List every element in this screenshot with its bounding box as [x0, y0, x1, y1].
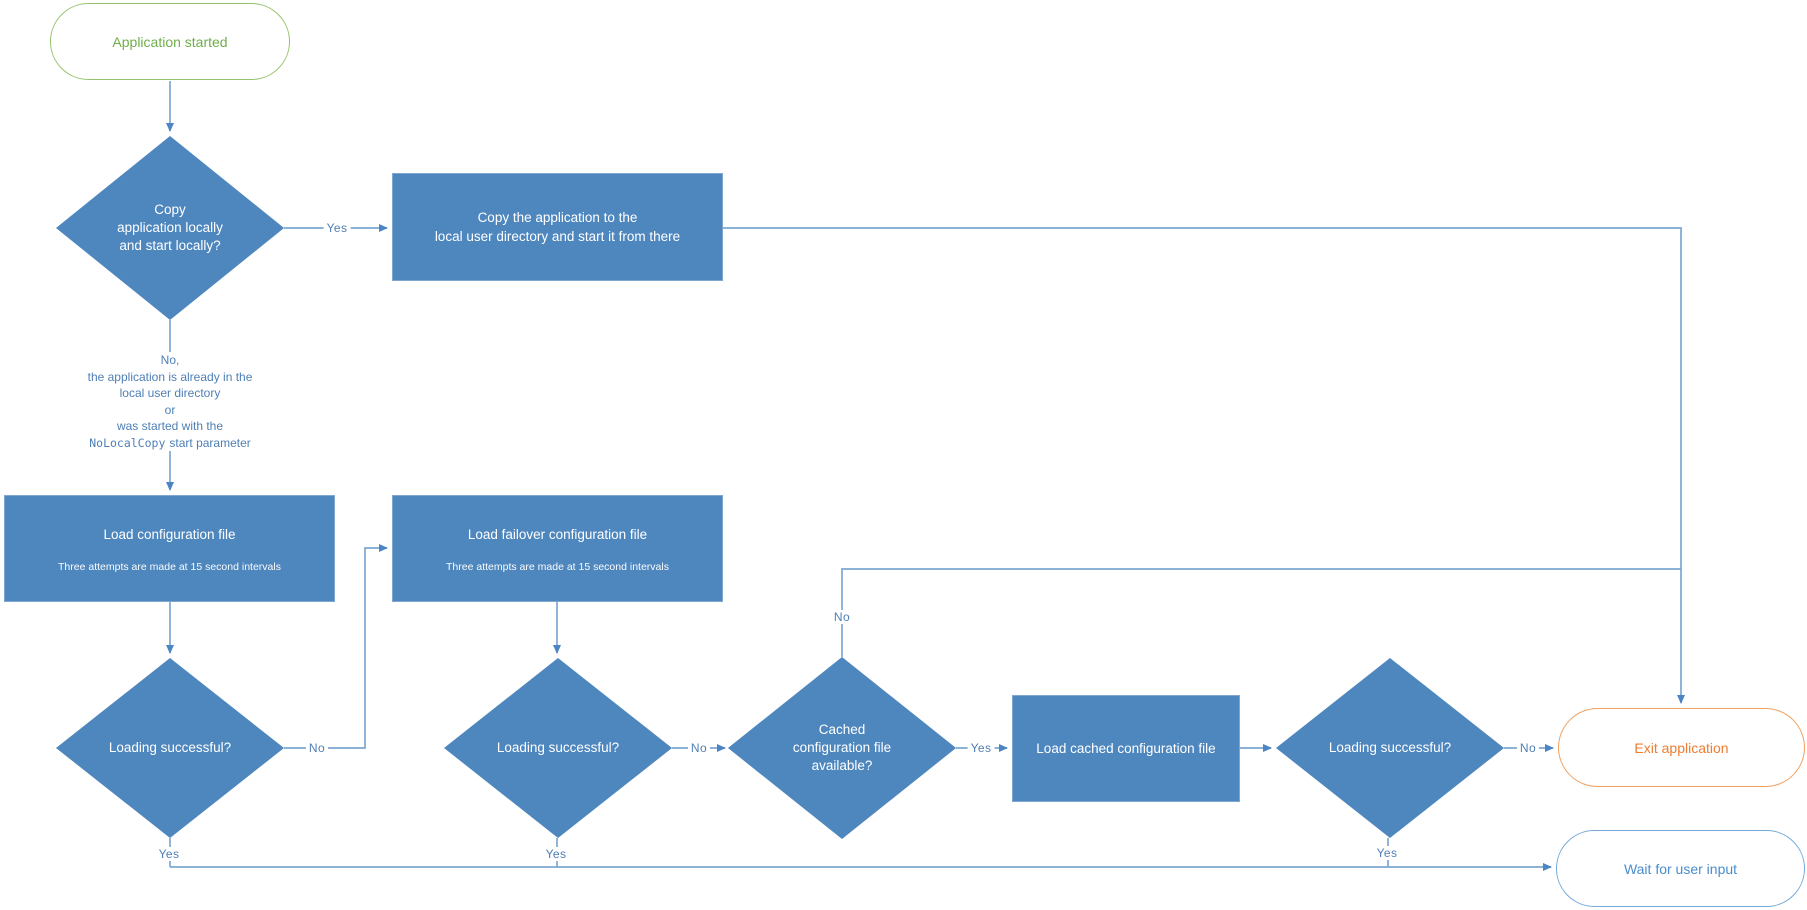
process-load-title: Load configuration file [103, 526, 236, 542]
edge-cached-no-to-exit-line [841, 568, 1681, 657]
note-no-local-copy: No, the application is already in the lo… [87, 352, 253, 452]
node-process-load-config: Load configuration file Three attempts a… [4, 495, 335, 602]
node-wait-for-user-input: Wait for user input [1556, 830, 1805, 907]
edge-label-yes-loading1: Yes [155, 847, 183, 861]
node-decision-cached-text: Cached configuration file available? [793, 721, 891, 775]
node-exit-application-label: Exit application [1634, 739, 1729, 756]
node-process-copy-app-text: Copy the application to the local user d… [435, 208, 680, 246]
note-line3: local user directory [119, 386, 221, 400]
decision-cached-line2: configuration file [792, 740, 892, 755]
edge-process-copy-to-exit [723, 227, 1685, 704]
edge-label-no-loading1: No [305, 741, 329, 755]
edge-label-no-loading2: No [687, 741, 711, 755]
decision-cached-line1: Cached [818, 722, 866, 737]
note-line5: was started with the [116, 419, 224, 433]
process-copy-line1: Copy the application to the [477, 210, 638, 225]
node-process-copy-app: Copy the application to the local user d… [392, 173, 723, 281]
decision-copy-line3: and start locally? [119, 238, 221, 253]
edge-label-no-cached: No [830, 610, 854, 624]
decision-copy-line1: Copy [154, 202, 186, 217]
edge-label-yes-cached: Yes [967, 741, 995, 755]
note-code-nolocalcopy: NoLocalCopy [89, 435, 166, 450]
decision-loading3-label: Loading successful? [1328, 740, 1452, 755]
node-exit-application: Exit application [1558, 708, 1805, 787]
note-line2: the application is already in the [87, 369, 253, 384]
node-decision-copy-locally-text: Copy application locally and start local… [117, 201, 223, 255]
edge-label-yes-loading2: Yes [542, 847, 570, 861]
edge-label-no-loading3: No [1516, 741, 1540, 755]
process-copy-line2: local user directory and start it from t… [434, 229, 681, 244]
process-failover-title: Load failover configuration file [467, 526, 648, 542]
node-application-started-label: Application started [112, 33, 228, 50]
decision-cached-line3: available? [811, 758, 873, 773]
node-process-load-failover: Load failover configuration file Three a… [392, 495, 723, 602]
decision-copy-line2: application locally [117, 220, 223, 235]
process-load-subtitle: Three attempts are made at 15 second int… [58, 560, 281, 573]
edge-label-yes-loading3: Yes [1373, 846, 1401, 860]
note-line1: No, [160, 353, 180, 367]
edge-label-yes-copy: Yes [323, 221, 351, 235]
node-wait-for-user-input-label: Wait for user input [1623, 860, 1738, 877]
process-failover-subtitle: Three attempts are made at 15 second int… [446, 560, 669, 573]
node-application-started: Application started [50, 3, 290, 80]
process-cached-label: Load cached configuration file [1036, 741, 1216, 756]
node-process-load-cached: Load cached configuration file [1012, 695, 1240, 802]
decision-loading2-label: Loading successful? [496, 740, 620, 755]
note-line6-rest: start parameter [169, 435, 251, 450]
decision-loading1-label: Loading successful? [108, 740, 232, 755]
note-line4: or [164, 402, 176, 417]
